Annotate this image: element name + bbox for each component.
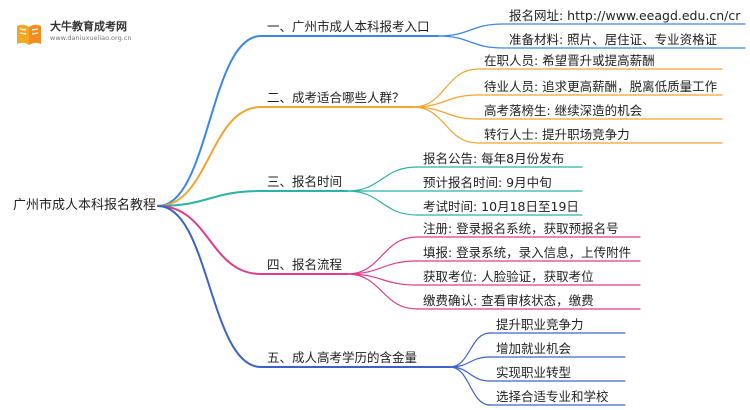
leaf-connector	[346, 273, 418, 310]
leaf-connector	[346, 236, 418, 275]
branch-connector	[157, 35, 262, 207]
leaf-label: 准备材料: 照片、居住证、专业资格证	[509, 32, 718, 47]
leaf-label: 报名网址: http://www.eeagd.edu.cn/cr	[509, 8, 741, 23]
branch-connector	[157, 205, 262, 275]
leaf-connector	[412, 106, 479, 144]
leaf-connector	[449, 332, 491, 368]
leaf-label: 报名公告: 每年8月份发布	[423, 151, 565, 166]
leaf-label: 实现职业转型	[496, 365, 572, 380]
leaf-connector	[449, 366, 491, 382]
logo-url: www.daniuxueliao.org.cn	[50, 34, 132, 42]
site-logo: 大牛教育成考网 www.daniuxueliao.org.cn	[8, 16, 158, 52]
leaf-label: 预计报名时间: 9月中旬	[423, 175, 552, 190]
branch-connector	[157, 205, 262, 368]
leaf-label: 增加就业机会	[496, 341, 572, 356]
leaf-label: 注册: 登录报名系统，获取预报名号	[423, 221, 619, 236]
leaf-label: 获取考位: 人脸验证，获取考位	[423, 269, 594, 284]
branch-connector	[157, 106, 262, 207]
branch-connector	[157, 190, 262, 207]
branch-label: 四、报名流程	[267, 257, 343, 272]
root-topic: 广州市成人本科报名教程	[13, 198, 157, 213]
leaf-connector	[437, 23, 504, 37]
leaf-connector	[346, 260, 418, 275]
leaf-connector	[412, 94, 479, 108]
leaf-connector	[346, 190, 418, 216]
leaf-label: 考试时间: 10月18日至19日	[423, 199, 579, 214]
branch-label: 五、成人高考学历的含金量	[267, 350, 418, 365]
leaf-connector	[437, 35, 504, 49]
branch-label: 一、广州市成人本科报考入口	[267, 19, 430, 34]
leaf-label: 填报: 登录系统，录入信息，上传附件	[423, 245, 632, 260]
leaf-label: 在职人员: 希望晋升或提高薪酬	[484, 53, 655, 68]
leaf-connector	[346, 166, 418, 192]
leaf-label: 缴费确认: 查看审核状态，缴费	[423, 293, 594, 308]
leaf-label: 提升职业竞争力	[496, 317, 584, 332]
leaf-label: 选择合适专业和学校	[496, 389, 609, 404]
leaf-label: 高考落榜生: 继续深造的机会	[484, 103, 643, 118]
book-logo-icon	[17, 24, 41, 45]
logo-title: 大牛教育成考网	[50, 20, 127, 33]
leaf-label: 转行人士: 提升职场竞争力	[484, 127, 630, 142]
branch-label: 三、报名时间	[267, 174, 343, 189]
leaf-connector	[412, 68, 479, 108]
branch-label: 二、成考适合哪些人群？	[267, 90, 405, 105]
leaf-label: 待业人员: 追求更高薪酬，脱离低质量工作	[484, 79, 718, 94]
leaf-connector	[449, 366, 491, 406]
